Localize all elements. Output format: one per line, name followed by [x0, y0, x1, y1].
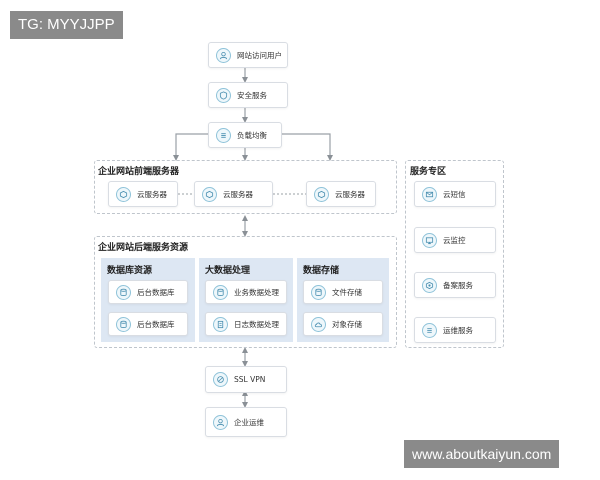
ops-service-node[interactable]: 运维服务: [414, 317, 496, 343]
filing-icon: [422, 277, 437, 293]
cloud-server-label: 云服务器: [223, 189, 253, 199]
load-balancer-label: 负载均衡: [237, 130, 267, 140]
cloud-icon: [311, 316, 326, 332]
backend-section: [94, 236, 397, 348]
backend-db-label: 后台数据库: [137, 287, 175, 297]
ssl-vpn-label: SSL VPN: [234, 375, 266, 384]
arrow-lb-left: [173, 133, 208, 161]
cloud-server-2[interactable]: 云服务器: [194, 181, 273, 207]
server-icon: [314, 186, 329, 202]
load-balancer-node[interactable]: 负载均衡: [208, 122, 282, 148]
cloud-server-label: 云服务器: [137, 189, 167, 199]
user-label: 网站访问用户: [237, 50, 282, 60]
log-data-node[interactable]: 日志数据处理: [205, 312, 287, 336]
file-storage-node[interactable]: 文件存储: [303, 280, 383, 304]
server-icon: [202, 186, 217, 202]
ops-service-label: 运维服务: [443, 325, 473, 335]
ssl-vpn-node[interactable]: SSL VPN: [205, 366, 287, 393]
database-icon: [116, 284, 131, 300]
user-icon: [216, 47, 231, 63]
shield-icon: [216, 87, 231, 103]
sms-service-node[interactable]: 云短信: [414, 181, 496, 207]
server-icon: [116, 186, 131, 202]
site-watermark: www.aboutkaiyun.com: [404, 440, 560, 468]
backend-db-1[interactable]: 后台数据库: [108, 280, 188, 304]
tg-badge: TG: MYYJJPP: [10, 11, 123, 39]
cloud-server-1[interactable]: 云服务器: [108, 181, 178, 207]
cloud-server-3[interactable]: 云服务器: [306, 181, 376, 207]
enterprise-ops-node[interactable]: 企业运维: [205, 407, 287, 437]
object-storage-label: 对象存储: [332, 319, 362, 329]
object-storage-node[interactable]: 对象存储: [303, 312, 383, 336]
frontend-title: 企业网站前端服务器: [98, 167, 180, 177]
business-data-node[interactable]: 业务数据处理: [205, 280, 287, 304]
backend-db-label: 后台数据库: [137, 319, 175, 329]
ops-icon: [422, 322, 437, 338]
security-label: 安全服务: [237, 90, 267, 100]
file-storage-label: 文件存储: [332, 287, 362, 297]
database-icon: [213, 284, 228, 300]
cloud-server-label: 云服务器: [335, 189, 365, 199]
monitor-service-label: 云监控: [443, 235, 466, 245]
service-zone: [405, 160, 504, 348]
log-data-label: 日志数据处理: [234, 319, 279, 329]
monitor-service-node[interactable]: 云监控: [414, 227, 496, 253]
user-node[interactable]: 网站访问用户: [208, 42, 288, 68]
database-column-title: 数据库资源: [107, 266, 153, 276]
backend-title: 企业网站后端服务资源: [98, 243, 189, 253]
database-icon: [116, 316, 131, 332]
user-icon: [213, 414, 228, 430]
vpn-icon: [213, 372, 228, 387]
database-icon: [311, 284, 326, 300]
enterprise-ops-label: 企业运维: [234, 417, 264, 427]
service-zone-title: 服务专区: [410, 167, 447, 177]
sms-icon: [422, 186, 437, 202]
filing-service-label: 备案服务: [443, 280, 473, 290]
document-icon: [213, 316, 228, 332]
business-data-label: 业务数据处理: [234, 287, 279, 297]
monitor-icon: [422, 232, 437, 248]
filing-service-node[interactable]: 备案服务: [414, 272, 496, 298]
bigdata-column-title: 大数据处理: [205, 266, 251, 276]
security-node[interactable]: 安全服务: [208, 82, 288, 108]
load-balancer-icon: [216, 127, 231, 143]
sms-service-label: 云短信: [443, 189, 466, 199]
frontend-section: [94, 160, 397, 214]
storage-column-title: 数据存储: [303, 266, 340, 276]
backend-db-2[interactable]: 后台数据库: [108, 312, 188, 336]
arrow-lb-right: [282, 133, 333, 161]
